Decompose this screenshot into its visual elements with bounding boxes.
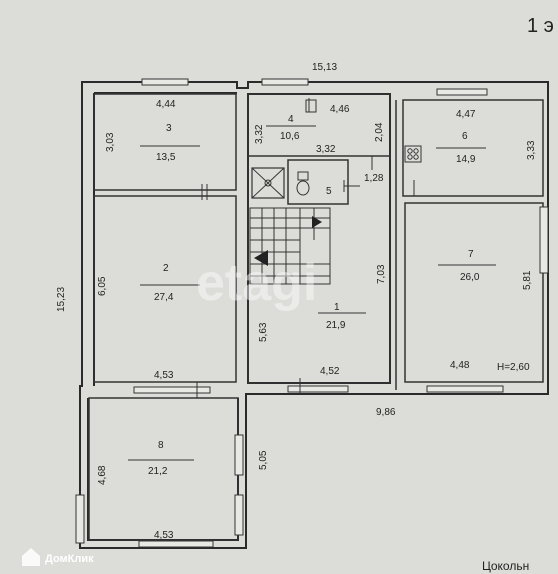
domclick-logo: ДомКлик (22, 548, 94, 566)
stair-arrow-icon (254, 250, 268, 266)
room-3-area: 13,5 (156, 152, 176, 163)
room-3-outline (93, 93, 237, 191)
room-7-dim: 4,48 (450, 360, 470, 371)
dim-lower-width: 9,86 (376, 407, 396, 418)
window (426, 385, 504, 393)
room-7-dim: 5,81 (522, 270, 533, 290)
window (261, 78, 309, 86)
house-icon (22, 548, 40, 566)
room-6-dim: 4,47 (456, 109, 476, 120)
outer-wall (79, 81, 549, 549)
window (436, 88, 488, 96)
room-5-number: 5 (326, 186, 332, 197)
dim-top-width: 15,13 (312, 62, 337, 73)
room-7-outline (404, 202, 544, 383)
staircase (249, 207, 331, 285)
stove-icon (404, 145, 422, 163)
room-4-number: 4 (288, 114, 294, 125)
room-4-dim: 2,04 (374, 122, 385, 142)
room-4-dim: 4,46 (330, 104, 350, 115)
window (75, 494, 85, 544)
dim-left-height: 15,23 (56, 287, 67, 312)
shower-icon (251, 167, 285, 199)
window (287, 385, 349, 393)
room-8-dim: 4,68 (97, 465, 108, 485)
window (133, 386, 211, 394)
room-5-dim: 1,28 (364, 173, 384, 184)
room-3-dim: 4,44 (156, 99, 176, 110)
ceiling-height: H=2,60 (497, 362, 530, 373)
room-2-number: 2 (163, 263, 169, 274)
stair-arrow-icon (312, 216, 322, 228)
room-4-dim: 3,32 (316, 144, 336, 155)
room-6-number: 6 (462, 131, 468, 142)
room-8-area: 21,2 (148, 466, 168, 477)
room-1-dim: 5,63 (258, 322, 269, 342)
window (539, 206, 549, 274)
room-2-outline (93, 195, 237, 383)
window (138, 540, 214, 548)
sheet-number: 1 э (527, 15, 554, 37)
room-4-dim: 3,32 (254, 124, 265, 144)
sink-icon (305, 99, 317, 113)
room-1-area: 21,9 (326, 320, 346, 331)
dim-lower-height: 5,05 (258, 450, 269, 470)
room-1-dim: 7,03 (376, 264, 387, 284)
room-2-area: 27,4 (154, 292, 174, 303)
room-1-number: 1 (334, 302, 340, 313)
window (141, 78, 189, 86)
window (234, 494, 244, 536)
room-1-dim: 4,52 (320, 366, 340, 377)
room-4-area: 10,6 (280, 131, 300, 142)
logo-label: ДомКлик (45, 553, 94, 565)
room-7-number: 7 (468, 249, 474, 260)
window (234, 434, 244, 476)
room-3-number: 3 (166, 123, 172, 134)
room-6-dim: 3,33 (526, 140, 537, 160)
room-5-outline (287, 159, 349, 205)
room-7-area: 26,0 (460, 272, 480, 283)
room-1-outline (247, 93, 391, 384)
room-8-dim: 4,53 (154, 530, 174, 541)
toilet-icon (296, 171, 310, 196)
room-8-number: 8 (158, 440, 164, 451)
room-6-outline (402, 99, 544, 197)
room-2-dim: 4,53 (154, 370, 174, 381)
room-3-dim: 3,03 (105, 132, 116, 152)
floor-label: Цокольн (482, 559, 529, 573)
room-6-area: 14,9 (456, 154, 476, 165)
room-2-dim: 6,05 (97, 276, 108, 296)
watermark: etagi (196, 254, 317, 312)
